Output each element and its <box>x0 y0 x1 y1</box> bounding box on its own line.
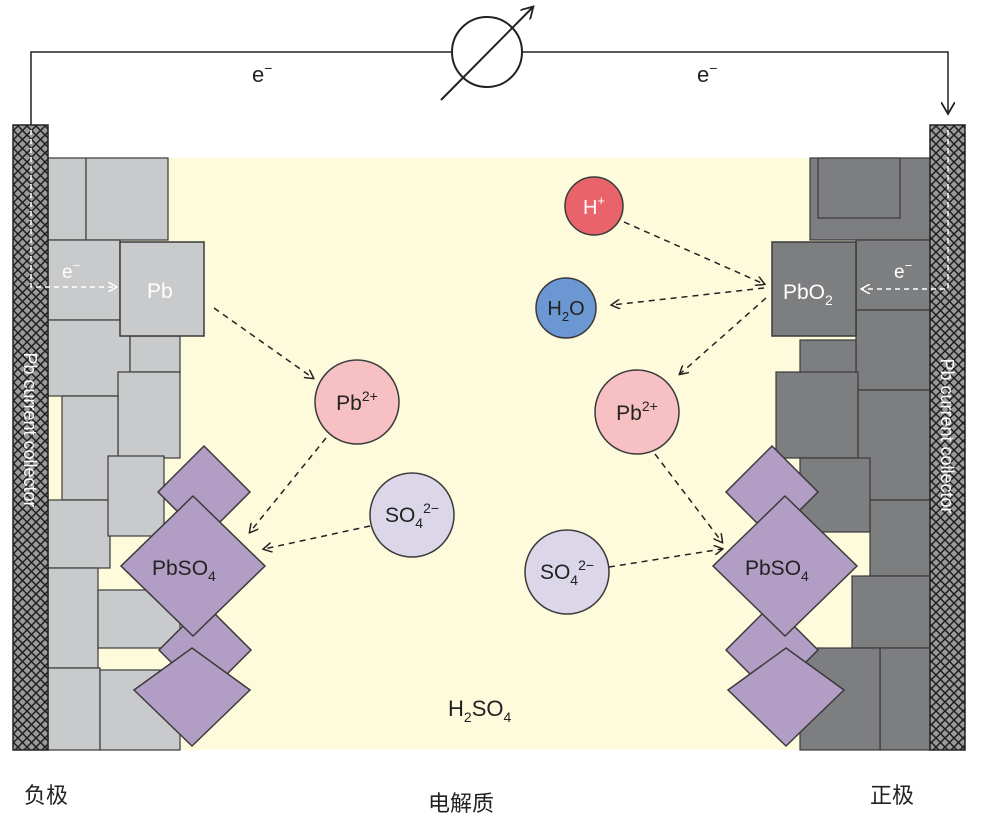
positive-electron-label: e− <box>894 258 912 283</box>
h-plus-ion: H+ <box>564 176 624 236</box>
positive-caption: 正极 <box>870 784 915 809</box>
negative-pbso4-label: PbSO4 <box>152 557 216 584</box>
svg-text:SO42−: SO42− <box>385 500 439 531</box>
pb-label: Pb <box>147 280 173 303</box>
so4-ion-left: SO42− <box>369 472 455 558</box>
electrolyte-caption: 电解质 <box>428 792 495 817</box>
electron-label-left: e− <box>252 60 272 87</box>
positive-pbso4-crystals <box>711 444 859 748</box>
positive-electrode <box>771 157 931 751</box>
pbo2-label: PbO2 <box>783 281 833 308</box>
svg-text:H+: H+ <box>583 193 605 219</box>
pb2-ion-left: Pb2+ <box>314 359 400 445</box>
electron-label-right: e− <box>697 60 717 87</box>
svg-text:SO42−: SO42− <box>540 557 594 588</box>
svg-text:Pb2+: Pb2+ <box>616 398 658 425</box>
pb-metal-block <box>119 241 205 337</box>
svg-text:Pb2+: Pb2+ <box>336 388 378 415</box>
negative-electrode <box>47 157 205 751</box>
positive-pbso4-label: PbSO4 <box>745 557 809 584</box>
electrolyte-label: H2SO4 <box>448 696 511 725</box>
external-circuit: e− e− <box>30 8 948 125</box>
reaction-arrows <box>213 221 767 568</box>
so4-ion-right: SO42− <box>524 529 610 615</box>
negative-collector-label: Pb current collector <box>20 352 40 507</box>
negative-pbso4-crystals <box>119 444 267 748</box>
svg-text:H2O: H2O <box>547 298 584 324</box>
positive-collector-label: Pb current collector <box>937 358 957 513</box>
pbo2-block <box>771 241 857 337</box>
negative-electron-label: e− <box>62 258 80 283</box>
h2o-molecule: H2O <box>535 277 597 339</box>
pb2-ion-right: Pb2+ <box>594 369 680 455</box>
negative-caption: 负极 <box>24 784 69 809</box>
